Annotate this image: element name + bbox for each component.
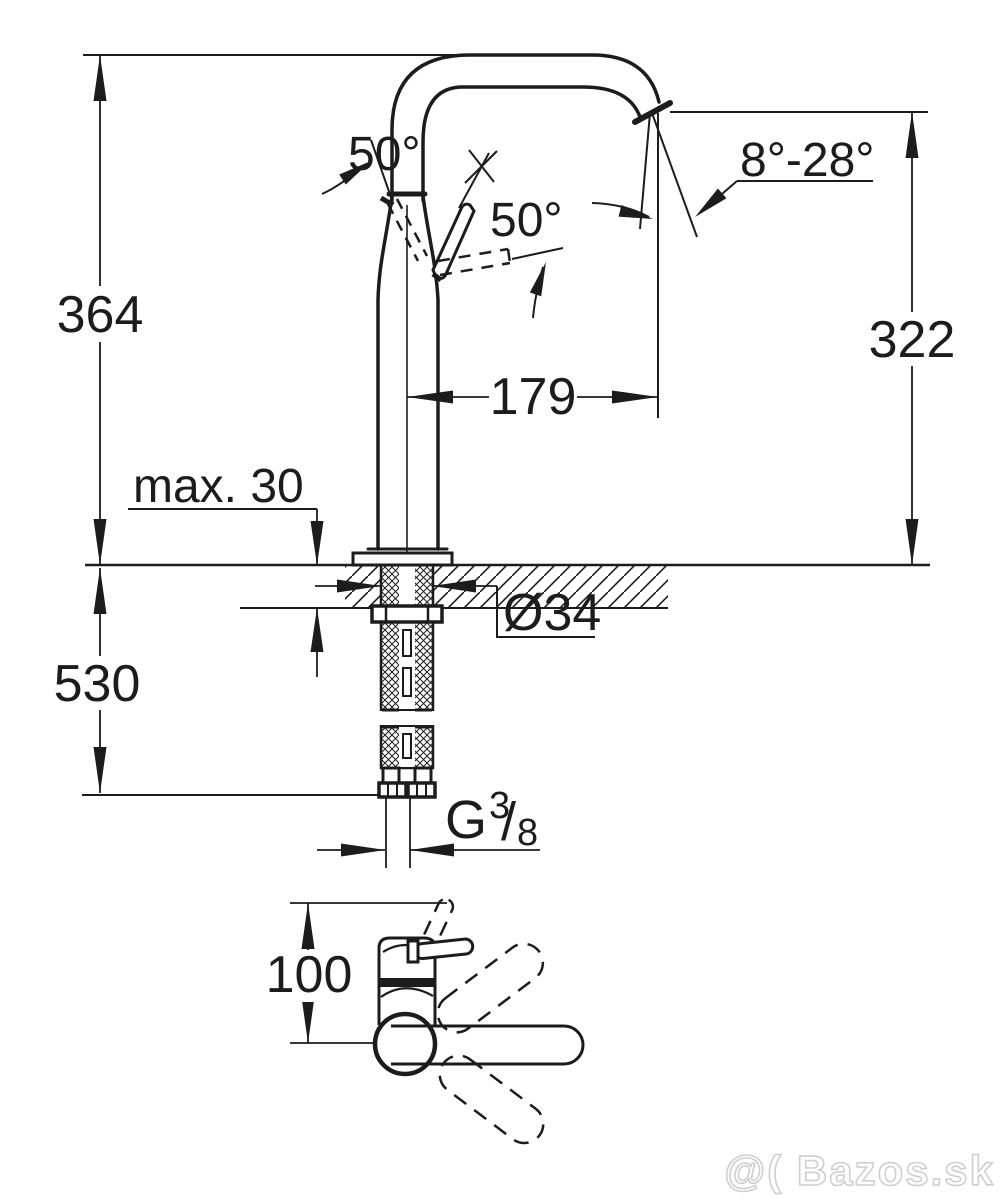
arrow-down [93,747,107,793]
dim-max30-label: max. 30 [133,460,304,513]
dim-100-label: 100 [266,946,353,1004]
handle-lever [431,202,476,280]
arrow-up [301,903,315,949]
arrow-down [93,519,107,565]
handle-dashed-edge [395,198,429,257]
dim-d34-label: Ø34 [503,584,601,642]
angle-vertex-tick [468,149,495,183]
arrow-down [905,519,919,565]
hose-nut [406,781,437,799]
dimension-max30: max. 30 [128,460,324,677]
spout-outer-edge [390,53,661,202]
dim-50-second-label: 50° [490,194,563,247]
arrow-right [337,579,381,593]
body-right-edge [421,194,440,551]
dim-8-28-label: 8°-28° [740,134,874,187]
hose-break-gap [377,711,437,725]
handle-angle-tick [370,139,394,204]
dimension-530: 530 [52,568,144,793]
lever-joint [406,939,420,964]
angle-vertex-tick [464,150,498,184]
stream-line-min [639,112,651,230]
top-view: 100 [264,897,585,1145]
arrow-down [310,521,324,565]
handle-dashed-cap [506,248,512,264]
dim-179-label: 179 [490,368,577,426]
arrow-leader [695,188,727,217]
arrow-leader [339,161,371,185]
body-joint-band [379,978,435,987]
arrow-right [341,843,385,857]
arrow-left [410,843,454,857]
dimension-364: 364 [56,55,144,565]
spout-inner-edge [421,85,642,202]
arrow-up [310,608,324,652]
handle-swing-axis-line [511,247,564,260]
dim-322-label: 322 [869,311,956,369]
arrow-leader [618,204,653,219]
leader-elbow [496,586,595,638]
handle-base-mark [431,272,443,282]
handle-dashed-edge [386,203,420,262]
hose-ferrule [381,766,401,785]
arrow-down [301,997,315,1043]
dimension-d34: Ø34 [315,579,601,642]
arrow-up [93,568,107,614]
dimension-100: 100 [264,902,447,1044]
handle-dashed-edge [439,261,511,277]
dimension-322: 322 [866,112,958,565]
mounting-nut [370,604,444,624]
top-view-body [377,936,475,1025]
arrow-leader [529,262,546,297]
handle-closed-dashed [386,198,429,262]
pull-rod-segment [402,629,412,657]
dim-530-label: 530 [54,655,141,713]
handle-dashed-edge [437,247,509,263]
dimension-50-second: 50° [490,194,653,319]
dimension-179: 179 [407,368,658,426]
base-flange [351,551,454,567]
arrow-up [905,112,919,158]
pull-rod-segment [402,733,412,759]
dimension-g38: G 3 / 8 [317,785,540,857]
handle-closed-tip-mark [379,195,395,208]
thread-numerator: 3 [489,785,510,827]
spout-top-view [391,1024,585,1066]
pull-rod-segment [402,667,412,697]
shank-and-hoses [370,563,444,868]
thread-letter: G [445,790,487,850]
arrow-left [407,390,453,404]
hose-ferrule [413,766,433,785]
watermark-text: @( Bazos.sk [724,1147,995,1194]
front-view: 364 322 179 max. 30 [52,53,958,868]
thread-denominator: 8 [517,812,538,854]
stream-line-max [651,112,698,238]
dimension-50-first: 50° [321,128,421,195]
arrow-up [93,55,107,101]
aerator-circle [372,1011,438,1077]
dim-50-first-label: 50° [348,128,421,181]
dimension-8-28: 8°-28° [695,134,874,217]
thread-slash: / [501,792,516,852]
arrow-right [612,390,658,404]
body-left-edge [376,194,394,551]
shank-core-gap [399,566,415,605]
handle-swing-dashed [437,247,512,277]
handle-axis-line [458,152,490,209]
hose-nut [377,781,408,799]
arrow-left [432,579,476,593]
spout-outlet-face [632,100,673,125]
dim-364-label: 364 [57,286,144,344]
body-sketch-arc [380,987,434,998]
